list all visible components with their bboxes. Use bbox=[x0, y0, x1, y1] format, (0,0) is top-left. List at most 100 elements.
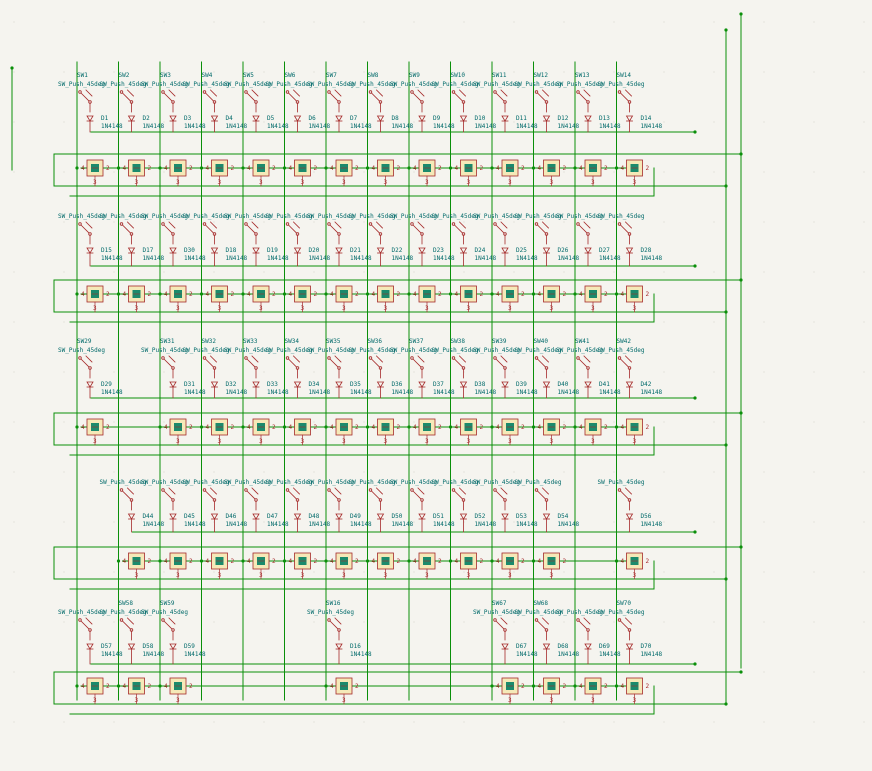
diode-value: 1N4148 bbox=[101, 389, 123, 396]
switch-lever bbox=[121, 224, 132, 234]
grid-dot bbox=[163, 171, 165, 173]
grid-dot bbox=[563, 471, 565, 473]
led-pin-number: 4 bbox=[455, 558, 459, 565]
junction-dot bbox=[75, 684, 79, 688]
diode-symbol bbox=[252, 513, 260, 520]
grid-dot bbox=[363, 571, 365, 573]
junction-dot bbox=[490, 559, 494, 563]
led-pin-number: 2 bbox=[480, 424, 484, 431]
switch-lever bbox=[126, 221, 135, 229]
junction-dot bbox=[241, 559, 245, 563]
led-pin-number: 2 bbox=[106, 165, 110, 172]
grid-dot bbox=[513, 71, 515, 73]
junction-dot bbox=[199, 166, 204, 170]
switch-value: SW_Push_45deg bbox=[473, 213, 520, 220]
led-pin-number: 4 bbox=[538, 165, 542, 172]
grid-dot bbox=[413, 421, 415, 423]
switch-lever bbox=[126, 617, 135, 625]
switch-lever bbox=[375, 355, 384, 363]
diode-value: 1N4148 bbox=[558, 255, 580, 262]
switch-lever bbox=[168, 487, 176, 495]
switch-value: SW_Push_45deg bbox=[598, 347, 645, 354]
grid-dot bbox=[413, 271, 415, 273]
grid-dot bbox=[463, 471, 465, 473]
grid-dot bbox=[763, 571, 765, 573]
switch-contact bbox=[451, 222, 456, 226]
diode-symbol bbox=[418, 513, 426, 520]
grid-dot bbox=[813, 621, 815, 623]
switch-contact bbox=[161, 222, 165, 226]
junction-dot bbox=[407, 292, 411, 296]
grid-dot bbox=[313, 571, 315, 573]
diode-value: 1N4148 bbox=[433, 255, 455, 262]
diode-reference: D34 bbox=[309, 381, 320, 388]
switch-lever bbox=[619, 620, 630, 630]
grid-dot bbox=[663, 721, 665, 723]
junction-dot bbox=[407, 425, 411, 429]
grid-dot bbox=[613, 371, 615, 373]
grid-dot bbox=[813, 721, 815, 723]
diode-symbol bbox=[418, 381, 426, 388]
diode-value: 1N4148 bbox=[475, 123, 497, 130]
led-pin-number: 2 bbox=[189, 683, 193, 690]
junction-dot bbox=[324, 559, 328, 563]
switch-lever bbox=[583, 89, 591, 97]
switch-contact bbox=[410, 90, 414, 94]
switch-contact bbox=[493, 90, 497, 94]
switch-lever bbox=[541, 355, 550, 363]
grid-dot bbox=[213, 621, 215, 623]
led-pin-number: 2 bbox=[480, 291, 484, 298]
grid-dot bbox=[713, 321, 715, 323]
led-pin-number: 2 bbox=[231, 291, 235, 298]
switch-lever bbox=[619, 92, 630, 102]
grid-dot bbox=[813, 71, 815, 73]
switch-contact bbox=[493, 222, 497, 226]
grid-dot bbox=[13, 521, 15, 523]
switch-lever bbox=[500, 89, 508, 97]
diode-symbol bbox=[127, 643, 136, 650]
junction-dot bbox=[324, 425, 328, 429]
grid-dot bbox=[163, 21, 165, 23]
switch-lever bbox=[85, 355, 93, 363]
led-pin-number: 2 bbox=[314, 424, 318, 431]
switch-lever bbox=[624, 89, 633, 97]
junction-dot bbox=[116, 684, 121, 688]
diode-reference: D36 bbox=[392, 381, 403, 388]
switch-value: SW_Push_45deg bbox=[141, 479, 188, 486]
diode-value: 1N4148 bbox=[309, 255, 331, 262]
switch-lever bbox=[292, 89, 301, 97]
diode-reference: D21 bbox=[350, 247, 361, 254]
switch-value: SW_Push_45deg bbox=[349, 81, 396, 88]
grid-dot bbox=[63, 371, 65, 373]
switch-reference: SW70 bbox=[617, 600, 632, 607]
diode-reference: D38 bbox=[475, 381, 486, 388]
grid-dot bbox=[113, 221, 115, 223]
led-pin-number: 4 bbox=[413, 165, 417, 172]
led-pin-number: 4 bbox=[330, 291, 334, 298]
grid-dot bbox=[163, 71, 165, 73]
switch-lever bbox=[292, 355, 301, 363]
grid-dot bbox=[63, 721, 65, 723]
switch-lever bbox=[168, 355, 176, 363]
grid-dot bbox=[763, 671, 765, 673]
switch-lever bbox=[80, 358, 90, 368]
grid-dot bbox=[663, 71, 665, 73]
switch-reference: SW16 bbox=[326, 600, 341, 607]
led-pin-number: 2 bbox=[314, 558, 318, 565]
diode-value: 1N4148 bbox=[641, 123, 663, 130]
led-pin-number: 4 bbox=[330, 558, 334, 565]
grid-dot bbox=[263, 621, 265, 623]
switch-lever bbox=[246, 224, 256, 234]
diode-value: 1N4148 bbox=[309, 389, 331, 396]
diode-value: 1N4148 bbox=[516, 651, 538, 658]
diode-symbol bbox=[625, 381, 634, 388]
grid-dot bbox=[563, 171, 565, 173]
grid-dot bbox=[813, 21, 815, 23]
grid-dot bbox=[713, 521, 715, 523]
switch-contact bbox=[78, 222, 82, 226]
diode-reference: D13 bbox=[599, 115, 610, 122]
led-pin-number: 2 bbox=[314, 165, 318, 172]
grid-dot bbox=[113, 271, 115, 273]
grid-dot bbox=[13, 571, 15, 573]
